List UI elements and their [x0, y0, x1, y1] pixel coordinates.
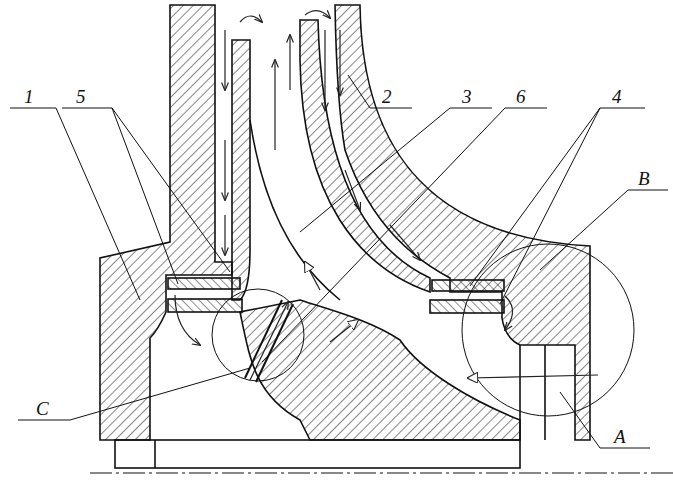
- callout-label: 3: [462, 86, 472, 107]
- callout-label: C: [36, 398, 49, 419]
- callout-label: 5: [76, 86, 86, 107]
- drawing: [90, 5, 673, 473]
- leader-lines: [10, 75, 668, 448]
- callout-label: B: [638, 168, 650, 189]
- callout-label: 6: [516, 86, 526, 107]
- callout-label: 4: [612, 86, 622, 107]
- callout-label: 2: [382, 86, 392, 107]
- callout-label: A: [614, 426, 626, 447]
- callout-label: 1: [24, 86, 34, 107]
- flow-arrows: [175, 11, 598, 380]
